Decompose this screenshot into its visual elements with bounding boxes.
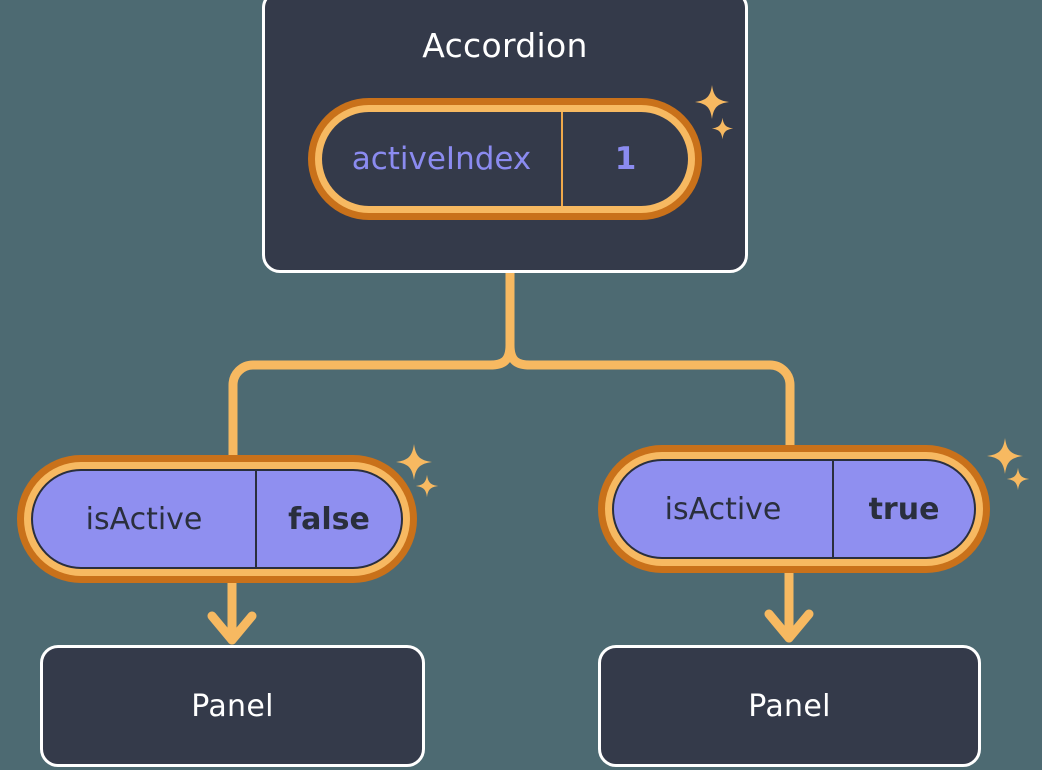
- state-key-active-index: activeIndex: [351, 141, 532, 177]
- state-pill-active-index[interactable]: activeIndex 1: [308, 98, 702, 220]
- state-pill-is-active-true[interactable]: isActive true: [598, 445, 990, 573]
- state-pill-ring: activeIndex 1: [315, 105, 695, 213]
- arrow-right-head: [764, 609, 814, 643]
- state-pill-ring: isActive false: [24, 462, 410, 576]
- state-key-is-active-right: isActive: [664, 491, 782, 527]
- state-value-is-active-right: true: [832, 461, 974, 557]
- panel-title-right: Panel: [748, 689, 831, 724]
- arrow-left-head: [207, 611, 257, 645]
- sparkle-icon-small: [415, 474, 439, 498]
- panel-component-box-left[interactable]: Panel: [40, 645, 425, 767]
- sparkle-icon: [986, 437, 1024, 475]
- state-pill-body: isActive true: [612, 459, 976, 559]
- panel-title-left: Panel: [191, 689, 274, 724]
- state-value-active-index: 1: [561, 112, 688, 206]
- accordion-title: Accordion: [422, 26, 588, 65]
- state-pill-is-active-false[interactable]: isActive false: [17, 455, 417, 583]
- state-pill-body: isActive false: [31, 469, 403, 569]
- panel-component-box-right[interactable]: Panel: [598, 645, 981, 767]
- state-value-is-active-left: false: [255, 471, 401, 567]
- sparkle-icon: [395, 443, 433, 481]
- state-key-is-active-left: isActive: [85, 501, 203, 537]
- state-pill-ring: isActive true: [605, 452, 983, 566]
- connector-branch-right: [505, 340, 795, 457]
- state-pill-body: activeIndex 1: [322, 112, 688, 206]
- sparkle-icon-small: [1006, 467, 1030, 491]
- connector-branch-left: [228, 340, 515, 467]
